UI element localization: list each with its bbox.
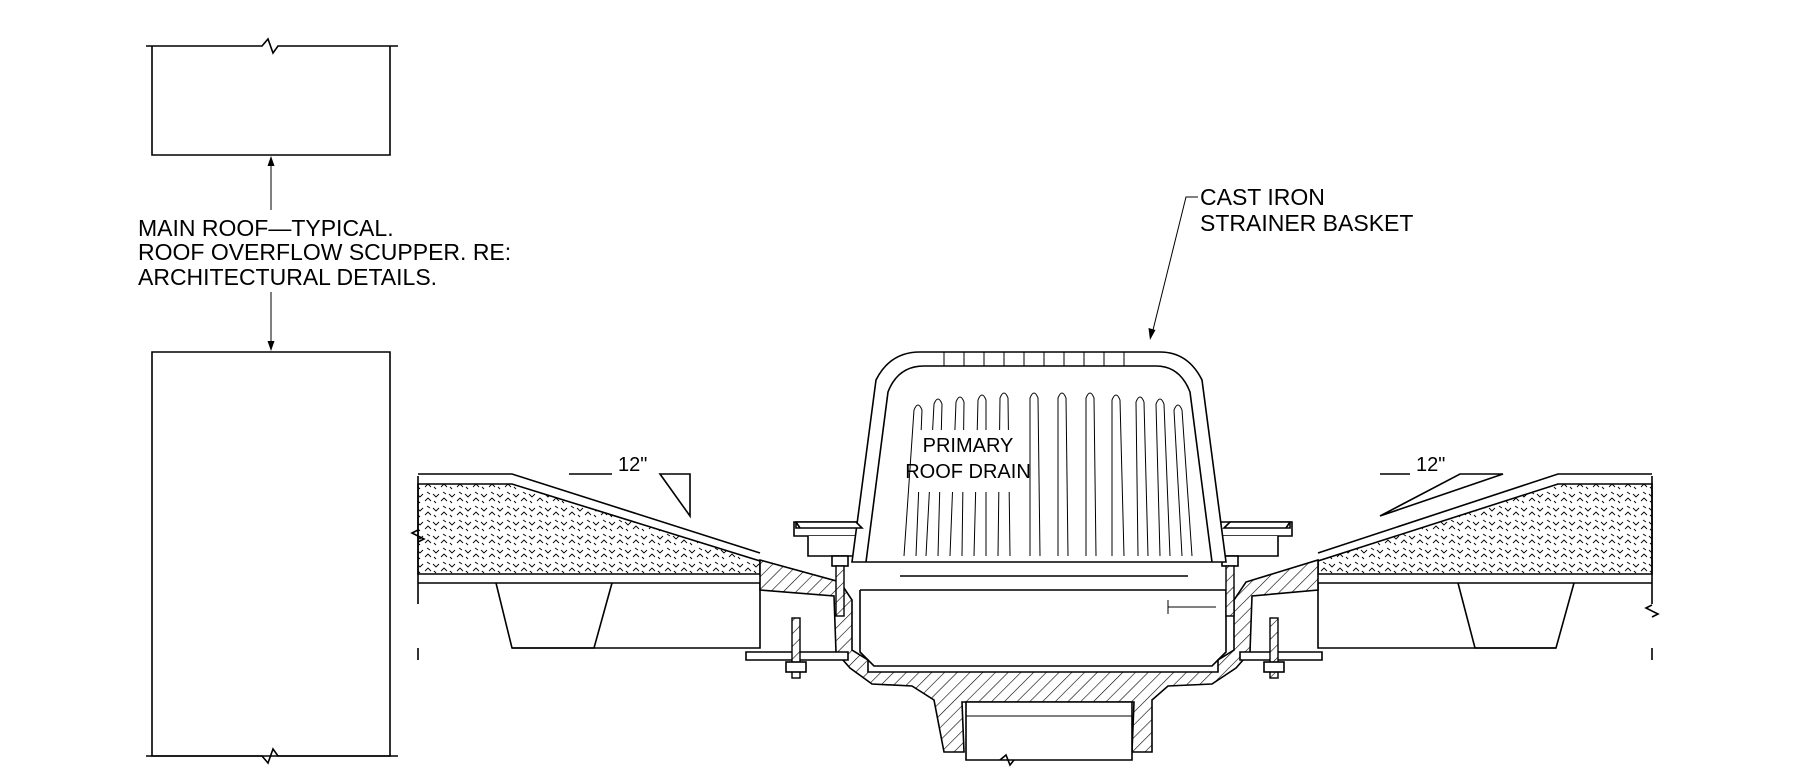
clamp-bolt-right	[1221, 555, 1239, 617]
clamp-bolt-left	[831, 555, 849, 617]
strainer-callout: CAST IRON STRAINER BASKET	[1148, 184, 1413, 340]
upper-wall-block	[146, 37, 398, 156]
metal-deck-left	[417, 582, 761, 660]
roof-drain-assembly: PRIMARY ROOF DRAIN	[745, 351, 1323, 767]
strainer-label-line-2: STRAINER BASKET	[1200, 210, 1413, 236]
scupper-opening-arrows	[267, 156, 275, 351]
scupper-note-line-3: ARCHITECTURAL DETAILS.	[138, 264, 437, 290]
slope-label-left: 12"	[618, 454, 647, 476]
scupper-note-line-1: MAIN ROOF—TYPICAL.	[138, 215, 394, 241]
metal-deck-right	[1317, 582, 1653, 660]
slope-indicator-left: 12"	[569, 454, 691, 519]
deck-bolt-right	[1263, 617, 1285, 679]
scupper-note-line-2: ROOF OVERFLOW SCUPPER. RE:	[138, 239, 511, 265]
slope-label-right: 12"	[1416, 454, 1445, 476]
strainer-label-line-1: CAST IRON	[1200, 184, 1325, 210]
cast-iron-strainer-basket: PRIMARY ROOF DRAIN	[851, 351, 1227, 563]
drain-label-line-1: PRIMARY	[923, 435, 1014, 457]
drain-body-casting	[759, 558, 1319, 753]
slope-indicator-right: 12"	[1379, 454, 1504, 517]
deck-bolt-left	[785, 617, 807, 679]
insulation-left	[417, 483, 761, 575]
drain-label-line-2: ROOF DRAIN	[905, 461, 1031, 483]
scupper-wall-section: MAIN ROOF—TYPICAL. ROOF OVERFLOW SCUPPER…	[138, 37, 511, 765]
lower-wall-block	[146, 351, 398, 765]
roof-assembly: 12" 12"	[410, 454, 1660, 660]
